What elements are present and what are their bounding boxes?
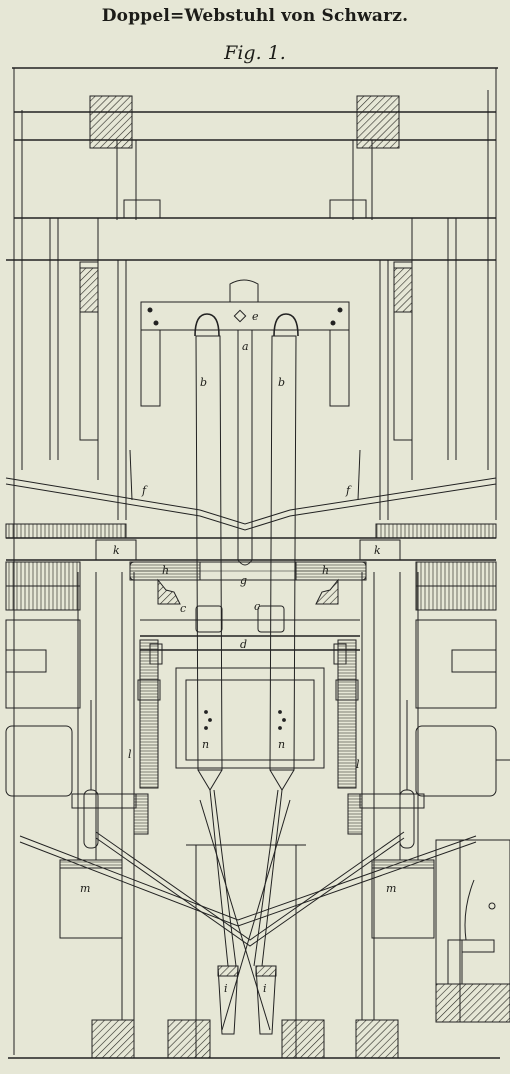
label-l-left: l — [128, 748, 132, 761]
weights-m — [59, 859, 435, 939]
rods-l — [83, 700, 415, 849]
label-i-right: i — [263, 982, 267, 995]
label-c-right: c — [254, 600, 260, 613]
mid-beams — [5, 523, 497, 561]
label-a: a — [242, 340, 249, 353]
label-i-left: i — [224, 982, 228, 995]
weights-i — [217, 965, 277, 1035]
shaft-d — [140, 605, 360, 665]
label-m-right: m — [386, 882, 396, 895]
center-frame — [175, 667, 325, 769]
second-beam — [6, 217, 496, 261]
label-b-left: b — [200, 376, 207, 389]
label-m-left: m — [80, 882, 90, 895]
outer-frame — [8, 67, 500, 1059]
label-f-right: f — [345, 484, 352, 497]
left-machinery — [5, 561, 137, 1020]
uprights — [49, 218, 457, 520]
right-machinery — [359, 561, 510, 1020]
plate-title: Doppel=Webstuhl von Schwarz. — [101, 6, 409, 26]
label-k-left: k — [113, 544, 120, 557]
figure-label: Fig. 1. — [224, 42, 286, 64]
label-g: g — [240, 574, 247, 587]
label-e: e — [252, 310, 259, 323]
upper-columns — [116, 140, 373, 220]
gears — [133, 639, 363, 835]
label-k-right: k — [374, 544, 381, 557]
label-b-right: b — [278, 376, 285, 389]
crossing-cords — [19, 789, 477, 1031]
label-n-right: n — [278, 738, 285, 751]
label-n-left: n — [202, 738, 209, 751]
top-beam — [14, 95, 496, 149]
side-blocks — [79, 261, 413, 441]
label-f-left: f — [141, 484, 148, 497]
label-d: d — [240, 638, 247, 651]
cords-f — [5, 449, 497, 531]
label-h-right: h — [322, 564, 329, 577]
label-h-left: h — [162, 564, 169, 577]
inset-detail — [435, 839, 510, 1023]
label-c-left: c — [180, 602, 186, 615]
straps — [195, 335, 297, 791]
bottom-blocks — [91, 844, 399, 1059]
top-bracket — [140, 279, 350, 407]
roller-g — [129, 561, 367, 605]
label-l-right: l — [356, 758, 360, 771]
